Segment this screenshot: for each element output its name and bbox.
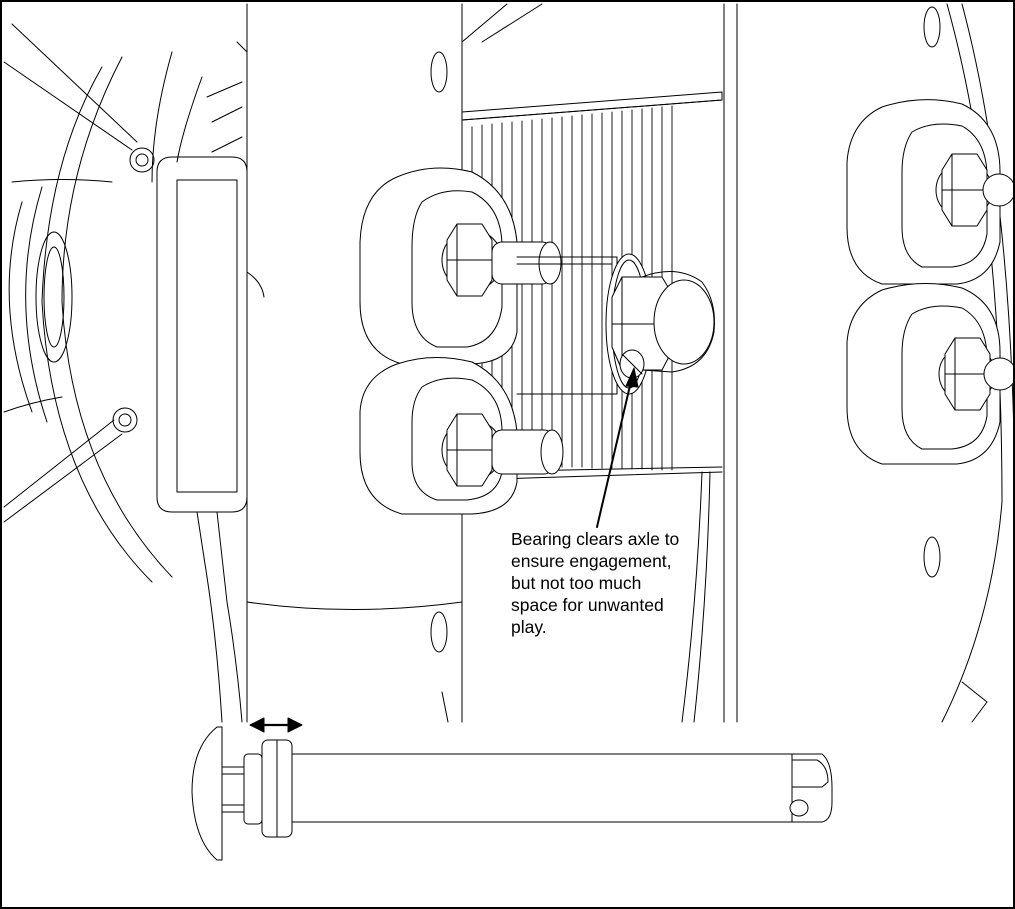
central-tube: [246, 3, 463, 723]
leader-arrow: [596, 367, 639, 528]
right-dropouts: [846, 99, 1013, 465]
right-frame: [461, 3, 1013, 723]
upper-dropout: [359, 167, 562, 365]
left-hub-assembly: [3, 23, 248, 723]
thru-axle-detail: [191, 726, 833, 861]
main-axle: [516, 253, 715, 395]
bearing-callout-text: Bearing clears axle to ensure engagement…: [511, 529, 680, 637]
double-headed-horizontal-arrow: [249, 717, 303, 733]
lower-dropout: [359, 356, 564, 515]
